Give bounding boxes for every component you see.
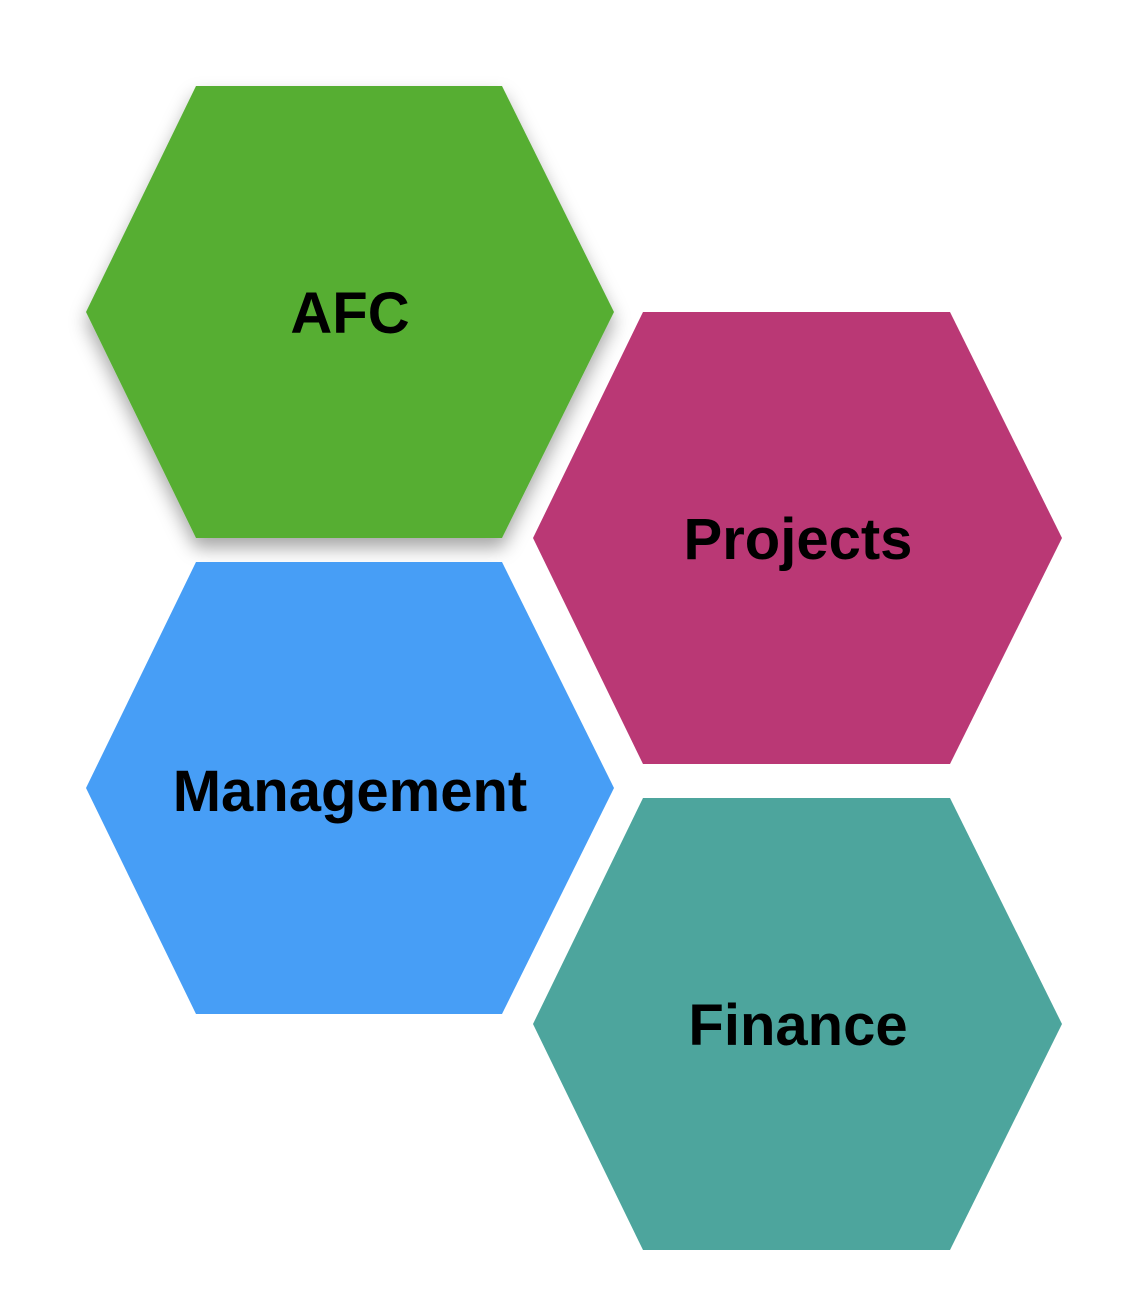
hexagon-afc-label: AFC — [290, 281, 409, 346]
hexagon-afc-shape — [86, 86, 614, 538]
hexagon-afc[interactable] — [86, 86, 614, 538]
hexagon-finance[interactable] — [533, 798, 1062, 1250]
hexagon-management-label: Management — [173, 759, 528, 824]
hexagon-projects-label: Projects — [684, 507, 913, 572]
hexagon-projects-shape — [533, 312, 1062, 764]
hexagon-management[interactable] — [86, 562, 614, 1014]
hexagon-management-shape — [86, 562, 614, 1014]
hexagon-finance-label: Finance — [688, 993, 907, 1058]
hexagon-projects[interactable] — [533, 312, 1062, 764]
hexagon-finance-shape — [533, 798, 1062, 1250]
